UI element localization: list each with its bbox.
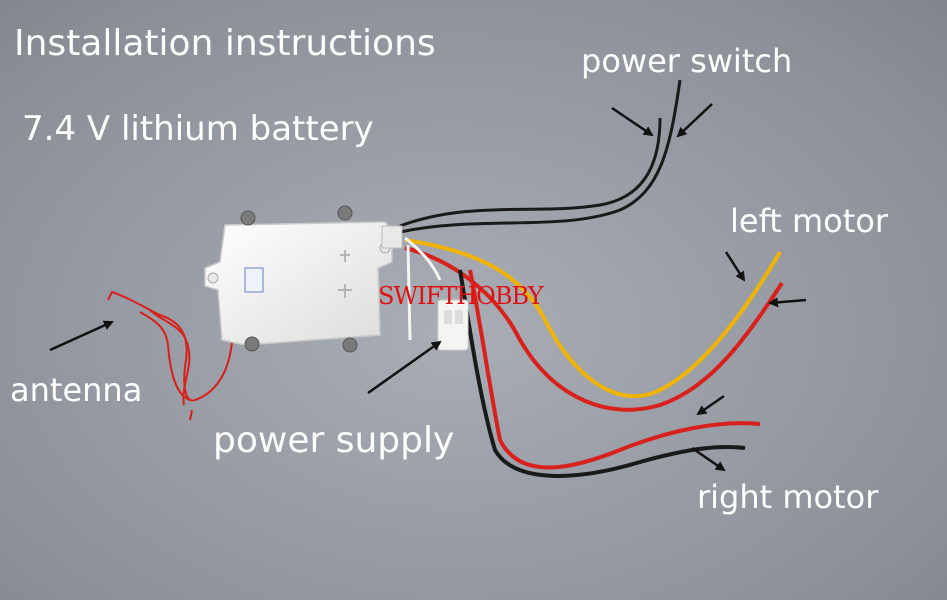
battery-text: 7.4 V lithium battery: [22, 109, 374, 149]
title-text: Installation instructions: [14, 23, 436, 64]
arrow-left-motor-top: [724, 251, 746, 282]
antenna-wire: [107, 290, 233, 421]
connector-bundle: [404, 236, 442, 341]
right-motor-label: right motor: [697, 478, 879, 516]
power-switch-label: power switch: [581, 42, 793, 80]
power-connector: [437, 299, 469, 351]
arrow-right-motor-bottom: [691, 446, 726, 472]
arrow-power-supply: [367, 340, 442, 395]
annotation-arrows: [49, 103, 807, 472]
watermark-text: SWIFTHOBBY: [378, 282, 544, 310]
power-switch-wires: [399, 79, 682, 234]
receiver-module: [204, 205, 403, 353]
left-motor-label: left motor: [730, 202, 889, 240]
power-supply-label: power supply: [213, 420, 455, 461]
arrow-power-switch-left: [611, 106, 654, 137]
left-motor-wires: [404, 238, 784, 412]
antenna-label: antenna: [10, 371, 143, 409]
arrow-antenna: [49, 320, 114, 352]
arrow-left-motor-bottom: [768, 297, 807, 308]
arrow-right-motor-top: [696, 394, 725, 416]
arrow-power-switch-right: [676, 103, 713, 138]
